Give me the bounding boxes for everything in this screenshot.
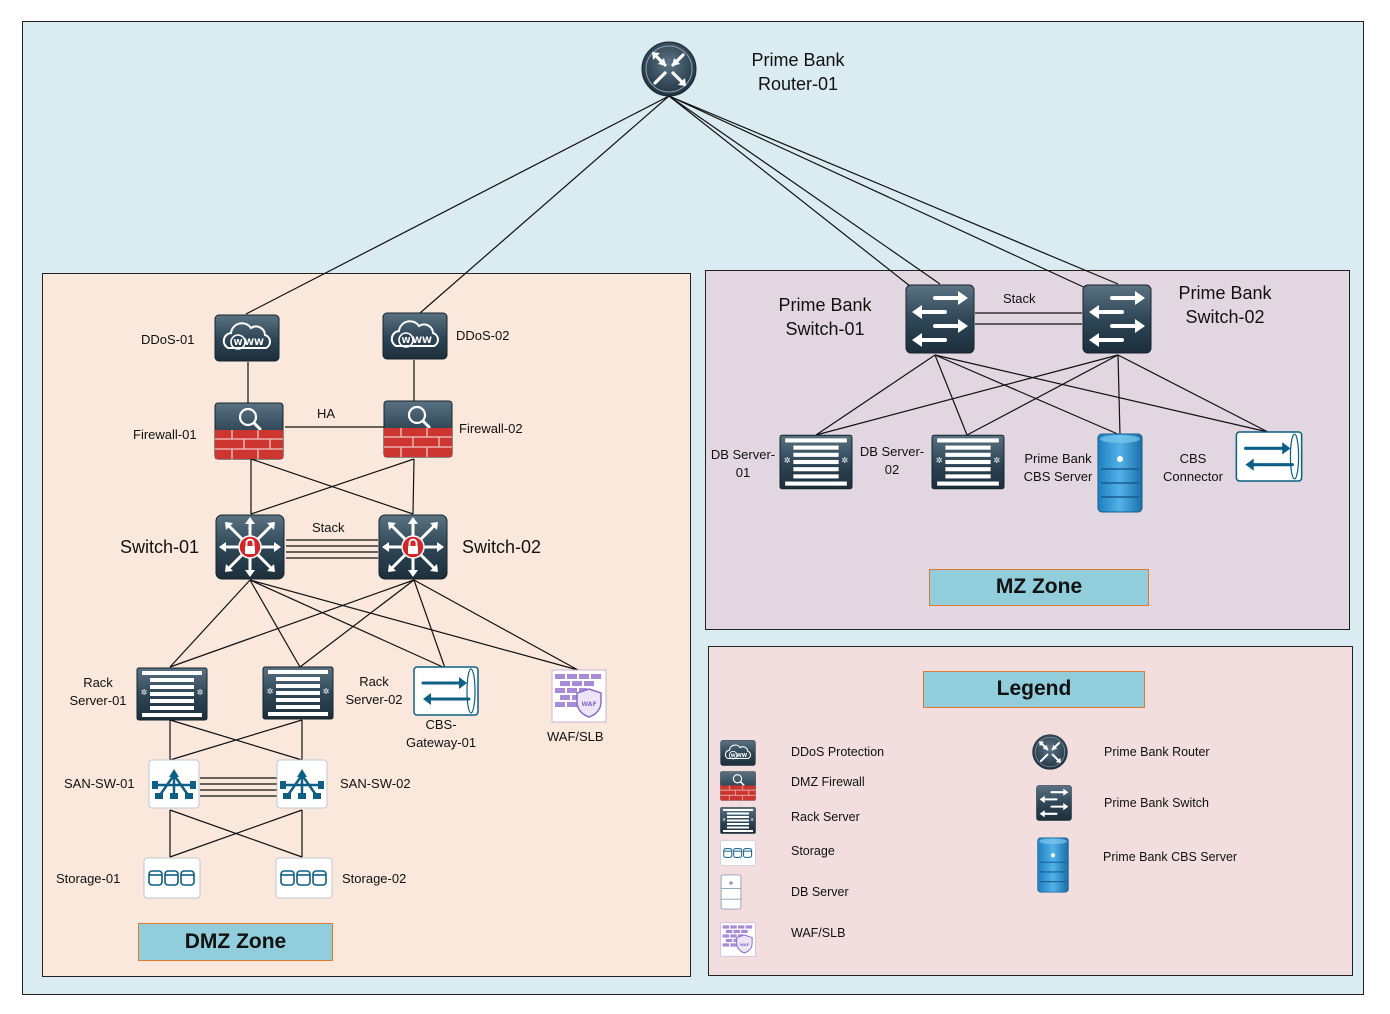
mz-stack-label: Stack [1003, 291, 1036, 306]
legend-db-server-icon [720, 874, 742, 910]
legend-storage-label: Storage [791, 844, 835, 858]
mz-switch-02-label: Prime Bank Switch-02 [1178, 283, 1272, 328]
link-router-ddos1 [245, 95, 670, 315]
storage-02-icon[interactable] [275, 857, 333, 899]
waf-slb-label: WAF/SLB [547, 729, 604, 744]
db-server-02-icon[interactable] [931, 434, 1005, 490]
legend-switch-icon [1036, 785, 1072, 821]
cbs-gateway-01-icon[interactable] [412, 666, 480, 716]
legend-router-icon [1032, 734, 1068, 770]
waf-slb-icon[interactable] [551, 669, 607, 723]
firewall-02-label: Firewall-02 [459, 421, 523, 436]
db-server-01-icon[interactable] [779, 434, 853, 490]
firewall-01-label: Firewall-01 [133, 427, 197, 442]
legend-rack-server-label: Rack Server [791, 810, 860, 824]
link-router-mz-sw2 [668, 95, 1119, 285]
cbs-server-label: Prime Bank CBS Server [1023, 451, 1093, 484]
router-icon[interactable] [641, 41, 697, 97]
link-router-ddos2 [419, 95, 670, 314]
link-fw2-sw2 [412, 458, 415, 515]
dmz-stack-label: Stack [312, 520, 345, 535]
legend-ddos-icon [720, 740, 756, 766]
san-sw-01-label: SAN-SW-01 [64, 776, 135, 791]
ha-label: HA [317, 406, 336, 421]
mz-switch-02-icon[interactable] [1082, 284, 1152, 354]
mz-switch-01-label: Prime Bank Switch-01 [778, 295, 872, 340]
mz-switch-01-icon[interactable] [905, 284, 975, 354]
switch-01-icon[interactable] [215, 514, 285, 580]
cbs-server-icon[interactable] [1097, 433, 1143, 513]
legend-rack-server-icon [720, 807, 756, 834]
cbs-connector-label: CBS Connector [1163, 451, 1223, 484]
switch-02-icon[interactable] [378, 514, 448, 580]
link-router-mz-sw1 [668, 95, 941, 285]
legend-cbs-server-icon [1037, 837, 1069, 893]
router-label: Prime Bank Router-01 [751, 50, 845, 95]
legend-storage-icon [720, 840, 756, 866]
firewall-02-icon[interactable] [383, 400, 453, 458]
legend-db-server-label: DB Server [791, 885, 849, 899]
san-sw-02-label: SAN-SW-02 [340, 776, 411, 791]
legend-switch-label: Prime Bank Switch [1104, 796, 1209, 810]
db-server-02-label: DB Server- 02 [859, 444, 925, 477]
link-router-mz-sw1b [668, 95, 916, 291]
legend-waf-icon [720, 922, 756, 957]
link-fw2-sw1 [250, 458, 415, 515]
rack-server-01-label: Rack Server-01 [69, 675, 127, 708]
link-router-mz-sw2b [668, 95, 1091, 291]
legend-ddos-label: DDoS Protection [791, 745, 885, 759]
legend-firewall-label: DMZ Firewall [791, 775, 865, 789]
switch-01-label: Switch-01 [120, 537, 200, 557]
storage-02-label: Storage-02 [342, 871, 407, 886]
db-server-01-label: DB Server- 01 [710, 447, 776, 480]
ddos-01-label: DDoS-01 [141, 332, 195, 347]
cbs-gateway-01-label: CBS- Gateway-01 [405, 717, 477, 750]
rack-server-02-label: Rack Server-02 [345, 674, 403, 707]
legend-title: Legend [923, 671, 1145, 708]
rack-server-02-icon[interactable] [262, 666, 334, 720]
storage-01-icon[interactable] [143, 857, 201, 899]
switch-02-label: Switch-02 [462, 537, 542, 557]
ddos-02-icon[interactable] [382, 312, 448, 360]
legend-firewall-icon [720, 771, 756, 801]
cbs-connector-icon[interactable] [1234, 431, 1304, 482]
ddos-02-label: DDoS-02 [456, 328, 510, 343]
ddos-01-icon[interactable] [214, 314, 280, 362]
firewall-01-icon[interactable] [214, 402, 284, 460]
legend-waf-label: WAF/SLB [791, 926, 846, 940]
mz-zone-label: MZ Zone [929, 569, 1149, 606]
san-sw-01-icon[interactable] [148, 759, 200, 809]
legend-router-label: Prime Bank Router [1104, 745, 1210, 759]
rack-server-01-icon[interactable] [136, 667, 208, 721]
san-sw-02-icon[interactable] [276, 759, 328, 809]
dmz-zone-label: DMZ Zone [138, 923, 333, 961]
legend-cbs-server-label: Prime Bank CBS Server [1103, 850, 1238, 864]
storage-01-label: Storage-01 [56, 871, 121, 886]
